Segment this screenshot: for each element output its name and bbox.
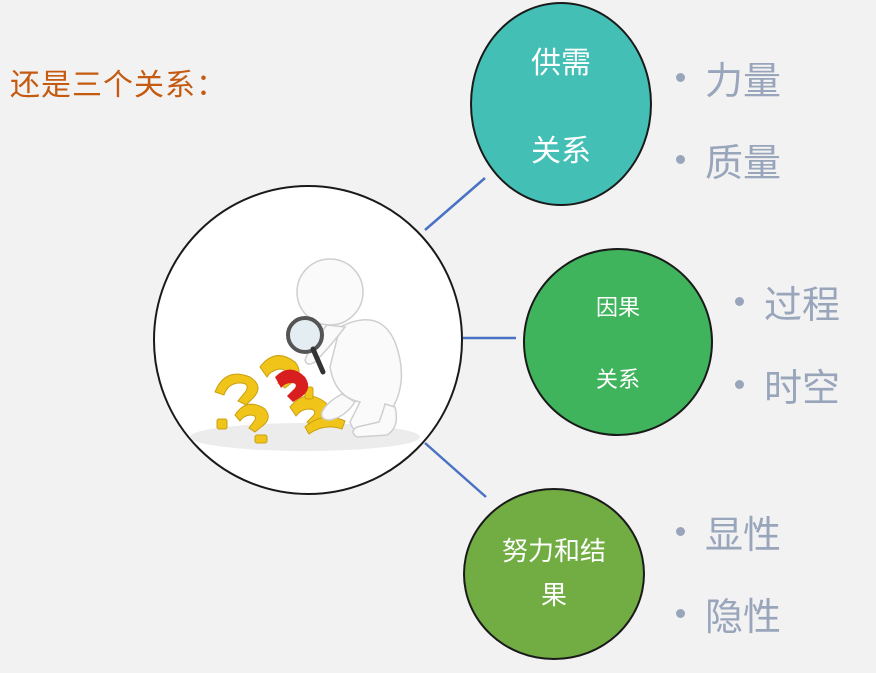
node-supply-demand-line1: 供需	[531, 46, 591, 81]
bullet-dot-icon	[735, 380, 744, 389]
connector-bottom	[424, 442, 487, 498]
node-cause-effect: 因果 关系	[523, 248, 713, 436]
bullet-item: 过程	[735, 274, 840, 329]
figure-with-magnifying-glass-icon	[190, 258, 420, 451]
bullet-dot-icon	[735, 297, 744, 306]
node-supply-demand-line2: 关系	[531, 134, 591, 169]
node-effort-result-line2: 果	[540, 581, 567, 611]
bullet-item: 显性	[676, 504, 781, 559]
bullet-item: 隐性	[676, 586, 781, 641]
node-effort-result: 努力和结 果	[463, 488, 645, 660]
bullet-text: 过程	[764, 283, 841, 327]
bullet-item: 时空	[735, 357, 840, 412]
node-effort-result-line1: 努力和结	[501, 537, 606, 567]
center-image-circle	[153, 185, 463, 495]
bullet-item: 力量	[676, 50, 781, 105]
slide-heading: 还是三个关系：	[10, 68, 227, 103]
bullet-dot-icon	[676, 73, 685, 82]
node-cause-effect-line1: 因果	[595, 296, 640, 321]
bullet-text: 时空	[764, 366, 841, 410]
bullet-text: 力量	[705, 59, 782, 103]
bullet-text: 质量	[705, 141, 782, 185]
bullet-dot-icon	[676, 527, 685, 536]
bullet-text: 隐性	[705, 595, 782, 639]
bullet-text: 显性	[705, 513, 782, 557]
bullet-dot-icon	[676, 155, 685, 164]
node-cause-effect-line2: 关系	[595, 368, 640, 393]
node-supply-demand: 供需 关系	[470, 2, 652, 206]
connector-top	[424, 177, 486, 231]
bullet-dot-icon	[676, 609, 685, 618]
bullet-item: 质量	[676, 132, 781, 187]
